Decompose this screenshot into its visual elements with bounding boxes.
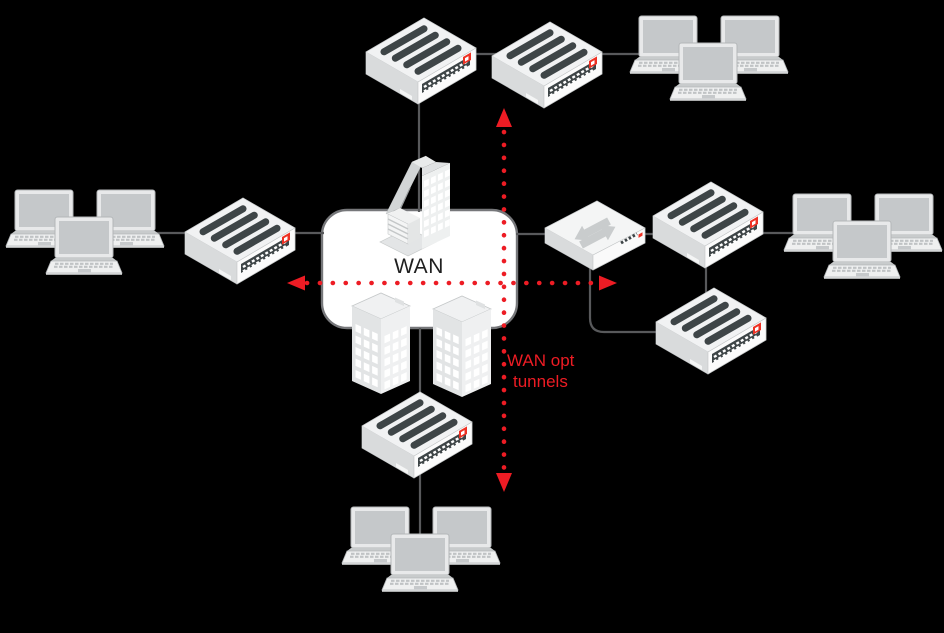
wan-label: WAN [394, 255, 444, 278]
office-building-icon-left [351, 292, 411, 395]
laptop-group-icon-top-right [630, 16, 788, 101]
security-appliance-icon-right-upper [653, 182, 763, 268]
security-appliance-icon-top-left [366, 18, 476, 104]
tunnels-label: WAN opt tunnels [507, 351, 575, 391]
tunnel-arrow-down-icon [496, 473, 512, 492]
tunnel-arrow-up-icon [496, 108, 512, 127]
security-appliance-icon-top-right [492, 22, 602, 108]
security-appliance-icon-right-lower [656, 288, 766, 374]
wan-optimization-appliance-icon [543, 199, 647, 272]
office-building-icon-right [432, 295, 492, 398]
tunnels-label-line1: WAN opt [507, 351, 575, 370]
laptop-group-icon-left [6, 190, 164, 275]
laptop-group-icon-right [784, 194, 942, 279]
security-appliance-icon-left [185, 198, 295, 284]
security-appliance-icon-bottom [362, 392, 472, 478]
tunnel-arrow-right-icon [599, 275, 617, 291]
tunnel-arrow-left-icon [287, 275, 305, 291]
tunnels-label-line2: tunnels [513, 372, 568, 391]
wan-opt-tunnels: WAN opt tunnels [287, 108, 617, 492]
connection-line [588, 258, 672, 334]
